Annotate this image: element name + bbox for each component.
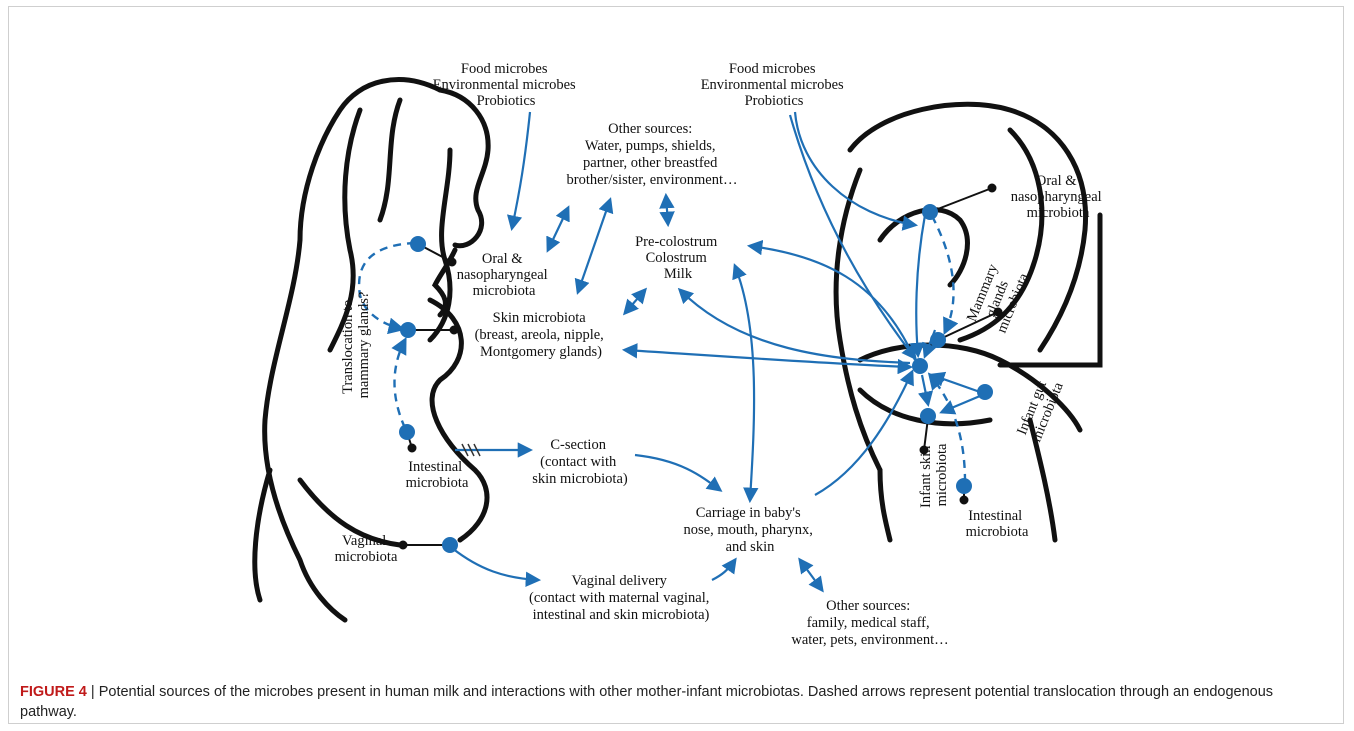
label-oral-right: Oral & nasopharyngeal microbiota — [1011, 173, 1106, 221]
node-skin-left — [400, 322, 416, 338]
label-csection: C-section (contact with skin microbiota) — [532, 437, 628, 487]
node-intestinal-left — [399, 424, 415, 440]
arrow-csection-to-carriage — [635, 455, 720, 490]
arrow-oral-to-node — [916, 215, 925, 355]
label-infant-gut: Infant gut microbiota — [1014, 374, 1067, 445]
c-section-scar — [462, 444, 480, 456]
node-oral-left — [410, 236, 426, 252]
label-skin-microbiota: Skin microbiota (breast, areola, nipple,… — [475, 310, 608, 360]
node-mammary — [930, 332, 946, 348]
label-translocation: Translocation to mammary glands? — [340, 292, 372, 399]
caption-separator: | — [87, 684, 99, 700]
microbiota-diagram: Food microbes Environmental microbes Pro… — [0, 0, 1354, 680]
label-carriage: Carriage in baby's nose, mouth, pharynx,… — [684, 505, 817, 555]
arrow-other-to-oral — [548, 208, 568, 250]
arrow-food-right-to-node — [790, 115, 915, 358]
arrow-other-to-skin — [578, 200, 610, 292]
label-food-left: Food microbes Environmental microbes Pro… — [433, 61, 580, 109]
right-mother-silhouette — [836, 104, 1100, 540]
arrow-food-to-oral-left — [512, 112, 530, 228]
node-intestinal-right — [956, 478, 972, 494]
arrow-vaginal-to-delivery — [452, 548, 538, 580]
arrow-delivery-to-carriage — [712, 560, 735, 580]
node-milk-hub — [912, 358, 928, 374]
label-mammary: Mammary glands microbiota — [964, 259, 1032, 336]
arrow-gut-to-node — [932, 375, 980, 392]
label-food-right: Food microbes Environmental microbes Pro… — [701, 61, 848, 109]
arrow-carriage-other — [800, 560, 822, 590]
label-milk: Pre-colostrum Colostrum Milk — [635, 234, 721, 282]
dashed-oral-to-mammary — [932, 216, 954, 332]
label-intestinal-left: Intestinal microbiota — [406, 459, 469, 491]
arrow-carriage-milk — [735, 266, 754, 500]
label-vaginal-delivery: Vaginal delivery (contact with maternal … — [529, 573, 713, 623]
label-other-sources-bottom: Other sources: family, medical staff, wa… — [791, 598, 948, 648]
label-infant-skin: Infant skin microbiota — [918, 442, 950, 508]
arrow-node-to-infantskin — [922, 375, 928, 404]
arrow-node-to-milk-top — [750, 246, 915, 360]
dashed-intestinal-to-skin — [394, 340, 405, 428]
node-infant-skin — [920, 408, 936, 424]
arrow-food-right-to-oral — [795, 112, 915, 225]
figure-label: FIGURE 4 — [20, 684, 87, 700]
label-oral-left: Oral & nasopharyngeal microbiota — [457, 251, 552, 299]
caption-text: Potential sources of the microbes presen… — [20, 684, 1273, 720]
label-intestinal-right: Intestinal microbiota — [966, 508, 1029, 540]
node-infant-gut — [977, 384, 993, 400]
label-vaginal: Vaginal microbiota — [335, 533, 398, 565]
arrow-skin-to-milk — [625, 290, 645, 313]
node-vaginal — [442, 537, 458, 553]
label-other-sources-top: Other sources: Water, pumps, shields, pa… — [567, 121, 738, 188]
figure-caption: FIGURE 4 | Potential sources of the micr… — [20, 682, 1330, 722]
node-oral-right — [922, 204, 938, 220]
arrow-other-to-milk — [666, 196, 668, 224]
arrow-gut-to-skin — [942, 396, 980, 412]
